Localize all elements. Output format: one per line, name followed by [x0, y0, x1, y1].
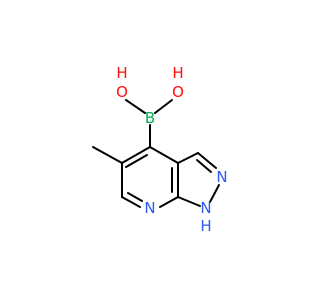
molecule-diagram: H O H O B N N N H	[92, 64, 228, 235]
bond-c4-c5-inner	[125, 154, 148, 168]
bond-n2-n1	[209, 184, 220, 203]
bond-c5-methyl	[92, 146, 123, 164]
atom-o-right: O	[172, 83, 184, 101]
atom-h-right: H	[172, 64, 183, 82]
bond-c3a-c3	[177, 152, 199, 164]
atom-h-nh: H	[200, 217, 211, 235]
bond-c3-n2-inner	[196, 159, 212, 173]
atom-n-pyrazole: N	[216, 168, 227, 186]
atom-n-h: N	[200, 199, 211, 217]
atom-n-ring: N	[144, 199, 155, 217]
bond-b-o-right	[154, 99, 173, 114]
structure-canvas: H O H O B N N N H	[92, 64, 228, 235]
bond-c4-c5	[121, 146, 151, 164]
bond-n7-c7a	[159, 196, 179, 208]
atom-h-left: H	[116, 64, 127, 82]
bond-c6-n7-inner	[127, 192, 143, 202]
bond-n1-c7a	[177, 196, 201, 207]
atom-labels: H O H O B N N N H	[116, 64, 228, 235]
atom-o-left: O	[116, 83, 128, 101]
bond-c6-n7	[121, 196, 141, 208]
bonds	[92, 99, 220, 208]
atom-boron: B	[145, 109, 155, 127]
bond-c3-n2	[197, 152, 217, 169]
bond-b-o-left	[125, 99, 146, 114]
bond-c3a-c4	[149, 146, 179, 164]
